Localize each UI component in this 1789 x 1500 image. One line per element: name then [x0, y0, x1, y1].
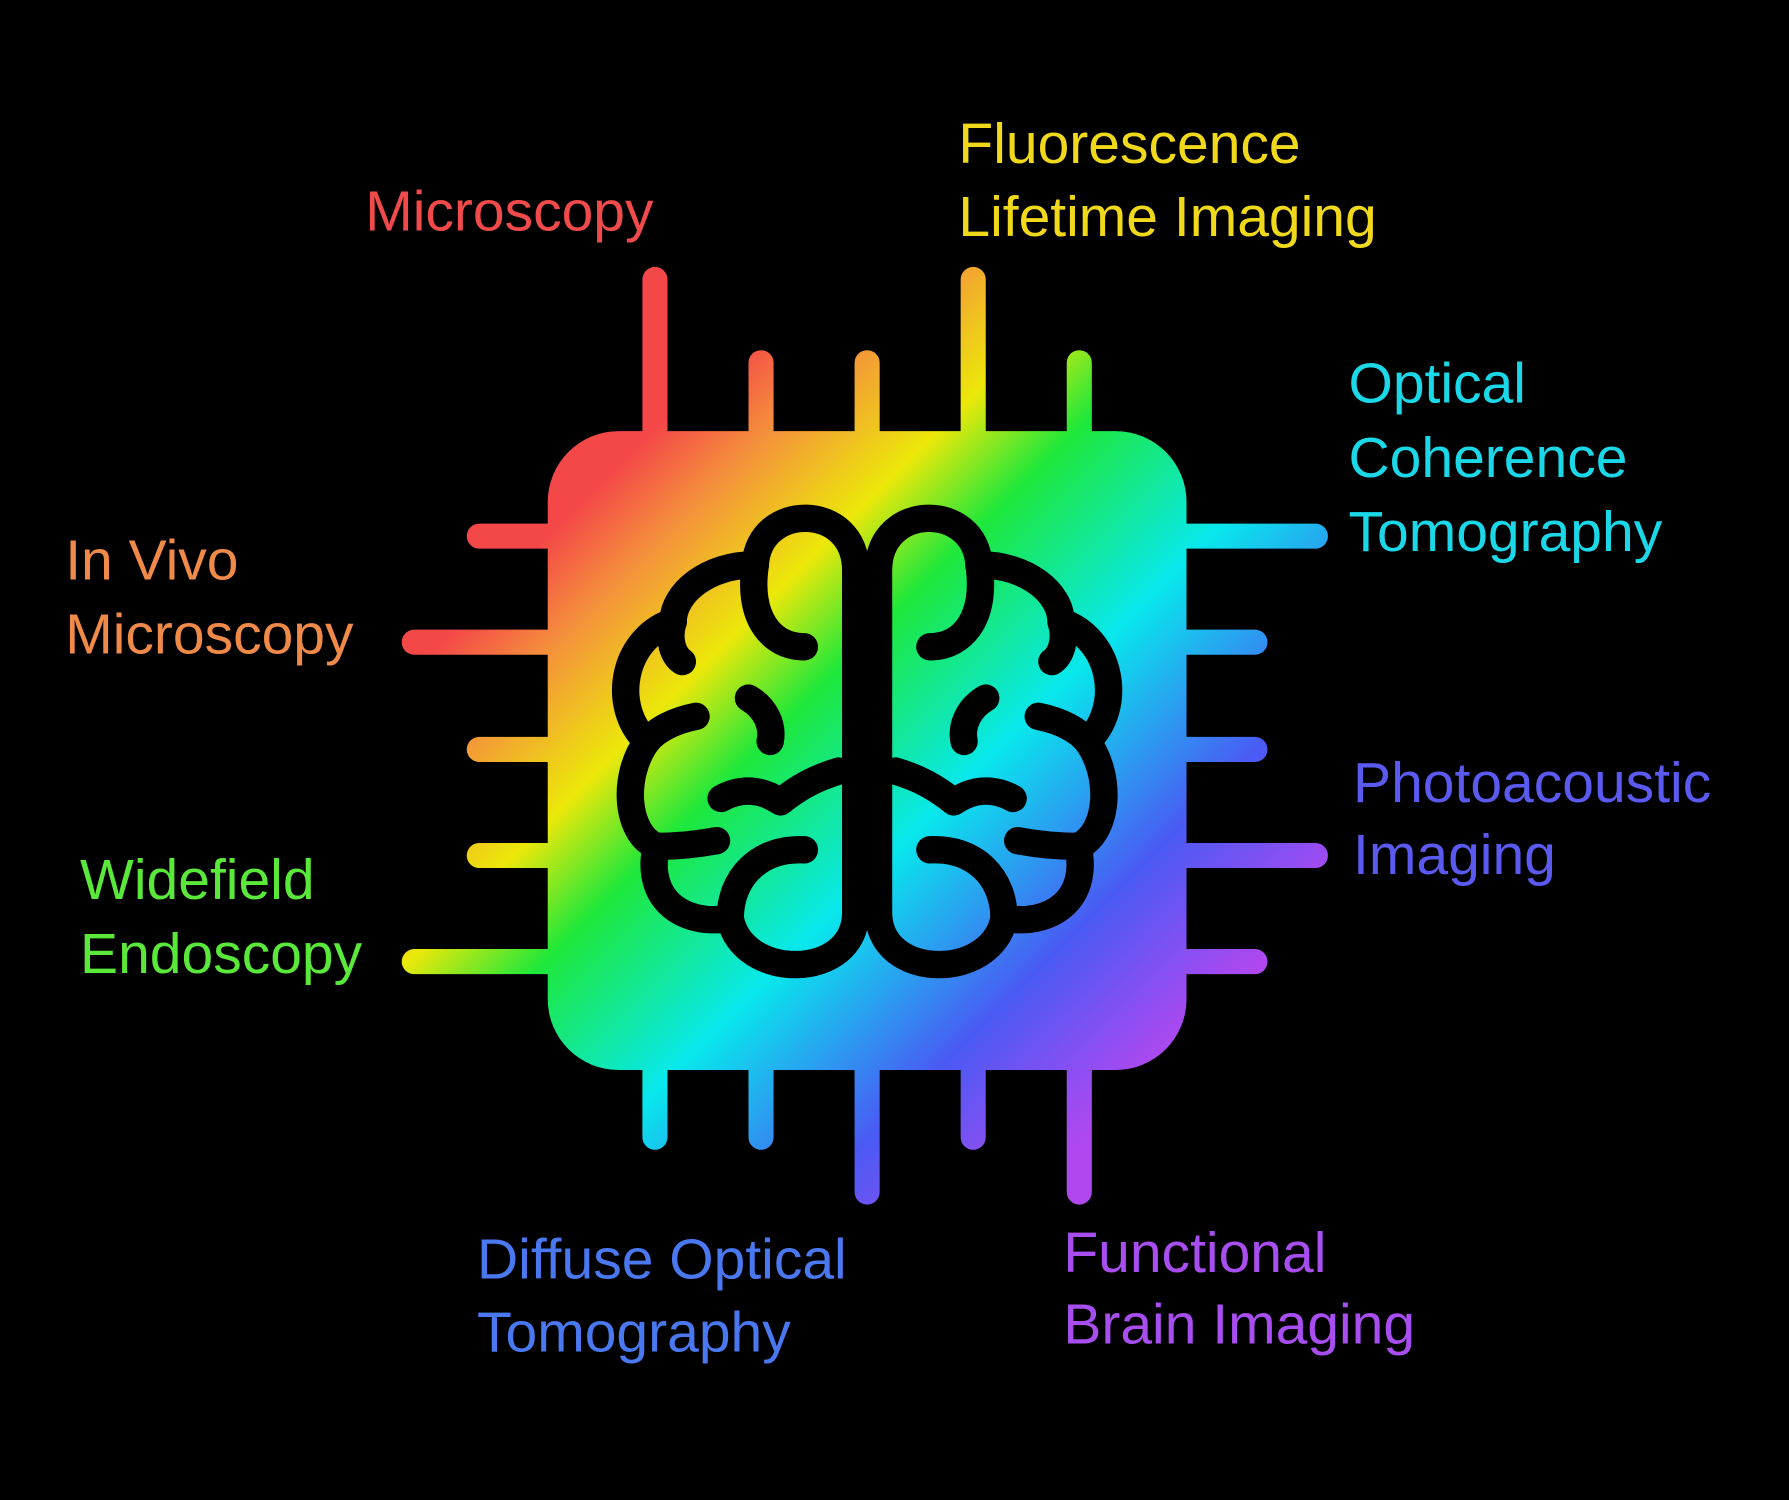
brain-icon — [612, 504, 1123, 979]
label-fluorescence-lifetime-imaging: Fluorescence Lifetime Imaging — [958, 112, 1376, 249]
label-widefield-endoscopy: Widefield Endoscopy — [80, 848, 363, 986]
label-optical-coherence-tomography: Optical Coherence Tomography — [1348, 352, 1662, 564]
label-microscopy: Microscopy — [365, 179, 654, 243]
label-photoacoustic-imaging: Photoacoustic Imaging — [1353, 751, 1727, 887]
brain-right-hemisphere — [864, 504, 1123, 979]
label-functional-brain-imaging: Functional Brain Imaging — [1063, 1221, 1415, 1357]
brain-left-hemisphere — [612, 504, 870, 979]
label-diffuse-optical-tomography: Diffuse Optical Tomography — [477, 1228, 863, 1365]
label-in-vivo-microscopy: In Vivo Microscopy — [65, 528, 354, 666]
